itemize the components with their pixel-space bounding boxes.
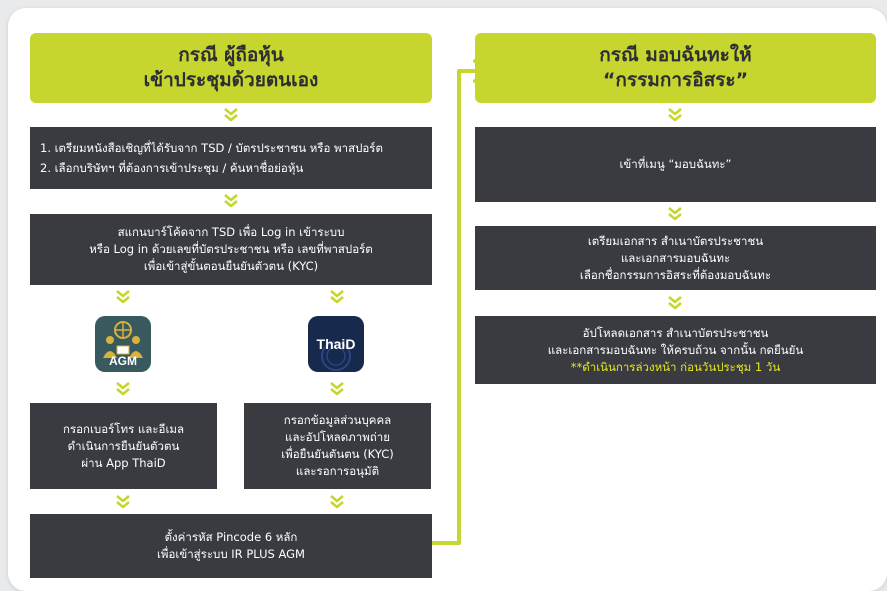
chevron-down-icon bbox=[115, 382, 131, 396]
chevron-down-icon bbox=[329, 290, 345, 304]
left-step-pincode: ตั้งค่ารหัส Pincode 6 หลัก เพื่อเข้าสู่ร… bbox=[30, 514, 432, 578]
chevron-down-icon bbox=[329, 382, 345, 396]
thaid-step-line-1: กรอกข้อมูลส่วนบุคคล bbox=[283, 413, 392, 427]
left-header-line-2: เข้าประชุมด้วยตนเอง bbox=[143, 69, 319, 91]
left-step-pincode-line-1: ตั้งค่ารหัส Pincode 6 หลัก bbox=[164, 530, 298, 544]
chevron-down-icon bbox=[667, 207, 683, 221]
right-step-documents-line-3: เลือกชื่อกรรมการอิสระที่ต้องมอบฉันทะ bbox=[579, 267, 772, 282]
agm-step-line-1: กรอกเบอร์โทร และอีเมล bbox=[62, 421, 184, 436]
thaid-step-line-3: เพื่อยืนยันตันตน (KYC) bbox=[281, 447, 394, 461]
left-step-prepare: 1. เตรียมหนังสือเชิญที่ได้รับจาก TSD / บ… bbox=[30, 127, 432, 189]
chevron-down-icon bbox=[667, 108, 683, 122]
chevron-down-icon bbox=[115, 495, 131, 509]
left-header: กรณี ผู้ถือหุ้น เข้าประชุมด้วยตนเอง bbox=[30, 33, 432, 103]
thaid-step-line-4: และรอการอนุมัติ bbox=[295, 464, 380, 478]
right-step-documents: เตรียมเอกสาร สำเนาบัตรประชาชน และเอกสารม… bbox=[475, 226, 876, 290]
chevron-down-icon bbox=[329, 495, 345, 509]
right-step-upload: อัปโหลดเอกสาร สำเนาบัตรประชาชน และเอกสาร… bbox=[475, 316, 876, 384]
right-step-documents-line-2: และเอกสารมอบฉันทะ bbox=[620, 250, 731, 265]
diagram-card bbox=[8, 8, 887, 591]
chevron-down-icon bbox=[223, 194, 239, 208]
chevron-down-icon bbox=[667, 296, 683, 310]
left-header-line-1: กรณี ผู้ถือหุ้น bbox=[178, 44, 284, 66]
right-step-documents-line-1: เตรียมเอกสาร สำเนาบัตรประชาชน bbox=[587, 233, 764, 248]
thaid-step-line-2: และอัปโหลดภาพถ่าย bbox=[285, 430, 390, 444]
right-step-upload-line-1: อัปโหลดเอกสาร สำเนาบัตรประชาชน bbox=[582, 325, 769, 340]
right-step-upload-note: **ดำเนินการล่วงหน้า ก่อนวันประชุม 1 วัน bbox=[570, 359, 781, 374]
left-step-prepare-line-2: 2. เลือกบริษัทฯ ที่ต้องการเข้าประชุม / ค… bbox=[40, 161, 304, 175]
thaid-app-label: ThaiD bbox=[316, 336, 356, 352]
right-step-menu-line-1: เข้าที่เมนู “มอบฉันทะ” bbox=[619, 157, 732, 171]
chevron-down-icon bbox=[115, 290, 131, 304]
agm-step-line-3: ผ่าน App ThaiD bbox=[81, 455, 166, 470]
left-step-login: สแกนบาร์โค้ดจาก TSD เพื่อ Log in เข้าระบ… bbox=[30, 214, 432, 285]
right-header: กรณี มอบฉันทะให้ “กรรมการอิสระ” bbox=[475, 33, 876, 103]
thaid-step: กรอกข้อมูลส่วนบุคคล และอัปโหลดภาพถ่าย เพ… bbox=[244, 403, 431, 489]
chevron-down-icon bbox=[223, 108, 239, 122]
left-step-login-line-1: สแกนบาร์โค้ดจาก TSD เพื่อ Log in เข้าระบ… bbox=[117, 225, 345, 239]
agm-step: กรอกเบอร์โทร และอีเมล ดำเนินการยืนยันตัว… bbox=[30, 403, 217, 489]
left-step-prepare-line-1: 1. เตรียมหนังสือเชิญที่ได้รับจาก TSD / บ… bbox=[40, 141, 383, 155]
left-step-login-line-2: หรือ Log in ด้วยเลขที่บัตรประชาชน หรือ เ… bbox=[89, 242, 373, 256]
agm-step-line-2: ดำเนินการยืนยันตัวตน bbox=[67, 438, 180, 453]
agm-app-icon: AGM bbox=[95, 316, 151, 372]
right-step-upload-line-2: และเอกสารมอบฉันทะ ให้ครบถ้วน จากนั้น กดย… bbox=[547, 342, 804, 357]
right-header-line-1: กรณี มอบฉันทะให้ bbox=[599, 44, 752, 66]
agm-app-label: AGM bbox=[109, 354, 137, 368]
thaid-app-icon: ThaiD bbox=[308, 316, 364, 372]
left-step-login-line-3: เพื่อเข้าสู่ขั้นตอนยืนยันตัวตน (KYC) bbox=[143, 259, 319, 273]
right-header-line-2: “กรรมการอิสระ” bbox=[602, 69, 749, 91]
right-step-menu: เข้าที่เมนู “มอบฉันทะ” bbox=[475, 127, 876, 202]
left-step-pincode-line-2: เพื่อเข้าสู่ระบบ IR PLUS AGM bbox=[157, 547, 305, 561]
